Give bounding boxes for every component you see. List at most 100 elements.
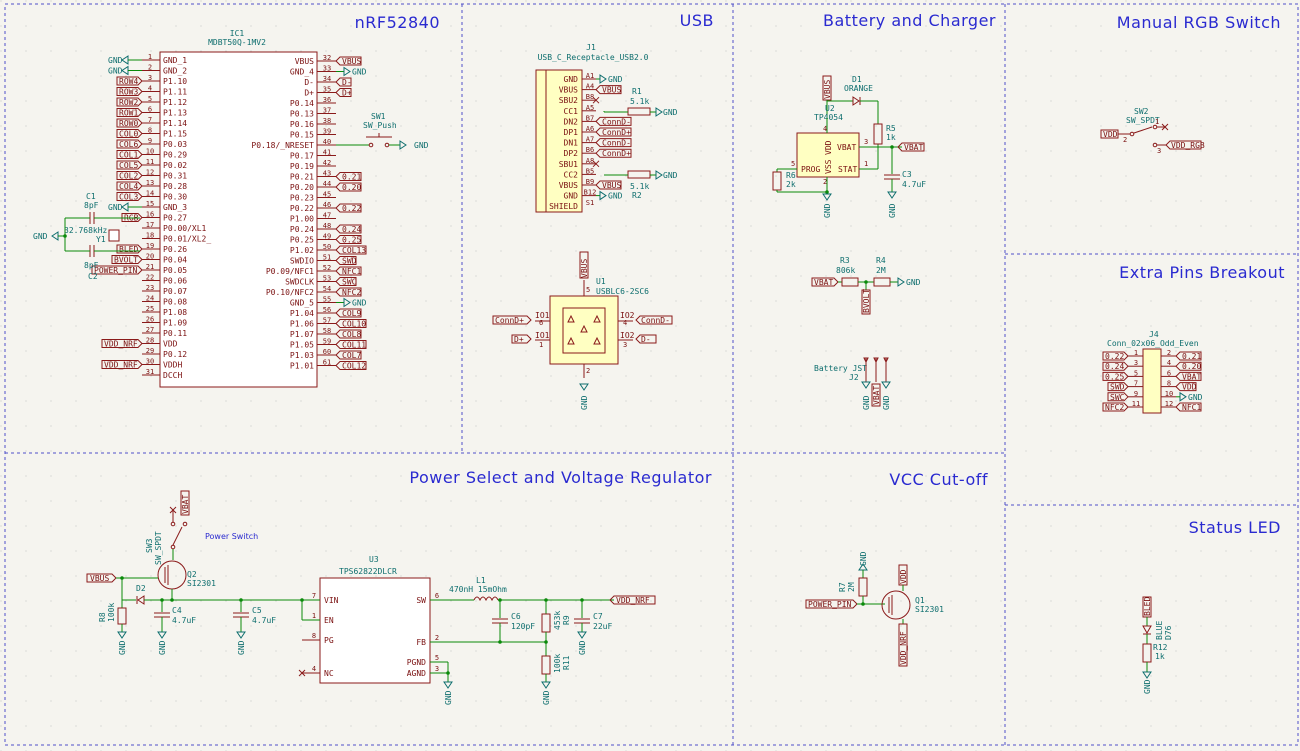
q1-value: SI2301 xyxy=(915,605,944,614)
j4-pinnum-l5: 11 xyxy=(1132,400,1140,408)
j4-pinnum-l2: 5 xyxy=(1134,369,1138,377)
j4-right-1: 0.20 xyxy=(1182,362,1201,371)
ic1-right-net-54-flag xyxy=(335,287,362,297)
ic1-pin-44: P0.20 xyxy=(290,183,314,192)
j4-right-1-flag xyxy=(1175,361,1202,371)
ic1-pin-23: P0.07 xyxy=(163,287,187,296)
ic1-pinnum-52: 52 xyxy=(323,264,331,272)
d1-value: ORANGE xyxy=(844,84,873,93)
ic1-pin-4: P1.11 xyxy=(163,88,187,97)
ic1-right-net-49-flag xyxy=(335,235,362,244)
j1-net-4-flag xyxy=(595,116,632,126)
ic1-right-net-52: NFC1 xyxy=(342,267,361,276)
ic1-right-net-56: COL9 xyxy=(342,309,361,318)
ic1-pinnum-22: 22 xyxy=(146,274,154,282)
u3-pinnum-r0: 6 xyxy=(435,592,439,600)
u2-pin4: 4 xyxy=(823,125,827,133)
ic1-right-net-50-flag xyxy=(335,245,367,255)
ic1-right-net-60-flag xyxy=(335,350,362,360)
ic1-pin-34: D- xyxy=(304,78,314,87)
u3-value: TPS62822DLCR xyxy=(339,567,397,576)
c3-ref: C3 xyxy=(902,170,912,179)
power-circuit: SW3 SW_SPDT VBAT Power Switch Q2 SI2301 … xyxy=(86,490,656,705)
j4-ref: J4 xyxy=(1149,330,1159,339)
ic1-pinnum-16: 16 xyxy=(146,211,154,219)
ic1-left-net-28: VDD_NRF xyxy=(104,340,138,349)
j1-pinnum-12: S1 xyxy=(586,199,594,207)
u3-pin-en: EN xyxy=(324,616,334,625)
u3-pin-fb: FB xyxy=(416,638,426,647)
j1-pin-sbu1-8: SBU1 xyxy=(559,160,578,169)
ic1-left-net-6: ROW1 xyxy=(119,109,138,118)
ic1-pinnum-53: 53 xyxy=(323,275,331,283)
ic1-pinnum-40: 40 xyxy=(323,138,331,146)
ic1-left-net-30-flag xyxy=(101,360,143,369)
j1-pinnum-3: A5 xyxy=(586,104,594,112)
ic1-pin-54: P0.10/NFC2 xyxy=(266,288,314,297)
ic1-pin-59: P1.05 xyxy=(290,341,314,350)
c7-ref: C7 xyxy=(593,612,603,621)
j1-pinnum-4: B7 xyxy=(586,114,594,122)
ic1-pinnum-20: 20 xyxy=(146,253,154,261)
u3-pinnum-r2: 5 xyxy=(435,654,439,662)
ic1-left-gnd-2: GND xyxy=(108,67,123,76)
ic1-pinnum-55: 55 xyxy=(323,296,331,304)
ic1-right-net-53: SWC xyxy=(342,278,357,287)
j4-left-0: 0.22 xyxy=(1105,352,1124,361)
ic1-pinnum-3: 3 xyxy=(148,74,152,82)
ic1-pin-19: P0.26 xyxy=(163,245,187,254)
u3-pin-pg: PG xyxy=(324,636,334,645)
sw1-value: SW_Push xyxy=(363,121,397,130)
c5-gnd: GND xyxy=(237,640,246,655)
r1-value: 5.1k xyxy=(630,97,649,106)
ic1-pin-37: P0.13 xyxy=(290,110,314,119)
q2-ref: Q2 xyxy=(187,570,197,579)
ic1-left-net-7: ROW0 xyxy=(119,119,138,128)
ic1-left-net-13: COL4 xyxy=(119,182,138,191)
ic1-pinnum-18: 18 xyxy=(146,232,154,240)
u2-ref: U2 xyxy=(825,104,835,113)
q1-ref: Q1 xyxy=(915,596,925,605)
r4-gnd: GND xyxy=(906,278,921,287)
ic1-left-net-11-flag xyxy=(116,160,143,170)
ic1-right-net-58: COL8 xyxy=(342,330,361,339)
ic1-pin-22: P0.06 xyxy=(163,277,187,286)
ic1-body xyxy=(159,51,318,388)
c5-value: 4.7uF xyxy=(252,616,276,625)
j1-pin-vbus-1: VBUS xyxy=(559,86,578,95)
ic1-left-net-5: ROW2 xyxy=(119,98,138,107)
u1-body xyxy=(549,295,619,365)
j1-body xyxy=(535,69,583,213)
block-title-rgb-switch: Manual RGB Switch xyxy=(1117,13,1281,32)
ic1-pinnum-2: 2 xyxy=(148,64,152,72)
u1-pin5: 5 xyxy=(586,286,590,294)
u3-pinnum-l3: 4 xyxy=(312,665,316,673)
sw2-ref: SW2 xyxy=(1134,107,1149,116)
j2-value: Battery JST xyxy=(814,364,867,373)
ic1-right-net-44: 0.20 xyxy=(342,183,361,192)
cutoff-vdd-nrf: VDD_NRF xyxy=(899,631,908,665)
ic1-left-net-8-flag xyxy=(116,129,143,138)
j4-right-5-flag xyxy=(1175,402,1202,412)
ic1-pinnum-9: 9 xyxy=(148,137,152,145)
ic1-pinnum-31: 31 xyxy=(146,368,154,376)
u1-d-minus: D- xyxy=(641,335,651,344)
u1-io2-a: IO2 xyxy=(620,311,635,320)
ic1-pinnum-27: 27 xyxy=(146,326,154,334)
sw3-vbat: VBAT xyxy=(181,495,190,514)
ic1-pinnum-39: 39 xyxy=(323,128,331,136)
ic1-symbol: IC1 MDBT50Q-1MV2 GND_11GNDGND_22GNDP1.10… xyxy=(91,29,369,388)
cutoff-power-pin: POWER_PIN xyxy=(808,600,852,609)
u1-pin2: 2 xyxy=(586,367,590,375)
j1-pin-cc1-3: CC1 xyxy=(564,107,579,116)
ic1-right-net-32: VBUS xyxy=(342,57,361,66)
ic1-left-net-6-flag xyxy=(116,108,143,117)
ic1-pin-28: VDD xyxy=(163,340,178,349)
ic1-left-net-10-flag xyxy=(116,150,143,159)
ic1-pinnum-19: 19 xyxy=(146,242,154,250)
power-vdd-nrf: VDD_NRF xyxy=(616,596,650,605)
c3-value: 4.7uF xyxy=(902,180,926,189)
c4-ref: C4 xyxy=(172,606,182,615)
r9-ref: R9 xyxy=(562,615,571,625)
